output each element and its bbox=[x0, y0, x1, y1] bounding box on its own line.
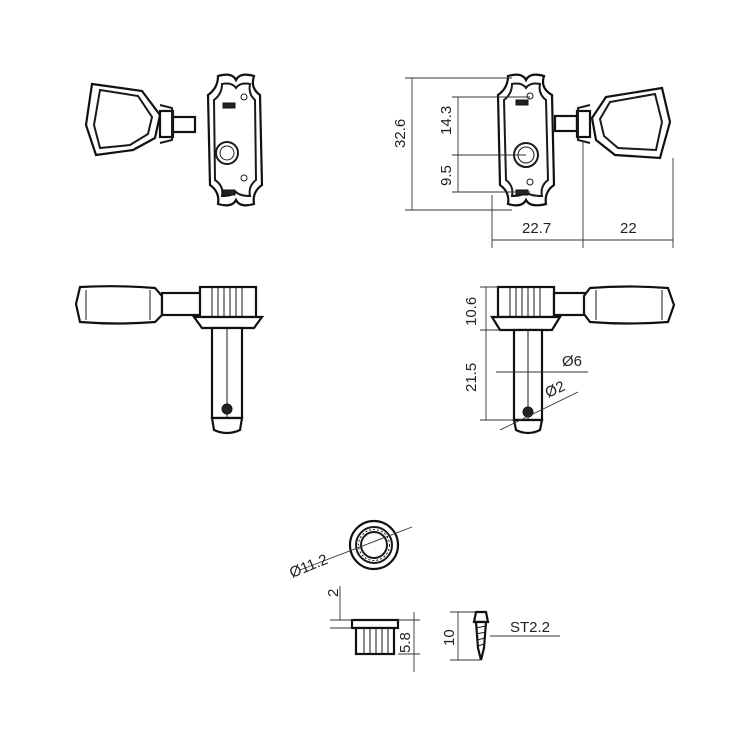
side-view-right bbox=[490, 285, 676, 435]
side-dimensions: 10.6 21.5 Ø6 Ø2 bbox=[463, 286, 588, 431]
side-view-left bbox=[74, 285, 265, 435]
dim-screw-length: 10 bbox=[441, 629, 458, 646]
dim-string-hole: Ø2 bbox=[543, 378, 568, 402]
side-gear-left bbox=[198, 285, 258, 319]
dim-bushing-lip: 2 bbox=[325, 589, 342, 597]
screw-shank bbox=[474, 620, 488, 661]
tuner-button-left bbox=[84, 82, 162, 157]
front-view-right bbox=[496, 73, 672, 207]
dim-post-diameter: Ø6 bbox=[562, 353, 582, 370]
side-button-right bbox=[582, 285, 676, 325]
dim-width-body: 22.7 bbox=[522, 220, 551, 237]
dim-height-total: 32.6 bbox=[392, 119, 409, 148]
dim-lower-hole: 9.5 bbox=[438, 165, 455, 186]
tuner-button-right bbox=[590, 86, 672, 160]
dim-post-length: 21.5 bbox=[463, 363, 480, 392]
dim-screw-size: ST2.2 bbox=[510, 619, 550, 636]
screw-head bbox=[472, 610, 490, 624]
bushing-top-view: Ø11.2 bbox=[287, 519, 413, 582]
tuner-housing-left bbox=[206, 73, 264, 207]
side-gear-right bbox=[496, 285, 556, 319]
front-view-left bbox=[84, 73, 264, 207]
bushing-outer-ring bbox=[348, 519, 400, 571]
dim-collar-height: 10.6 bbox=[463, 297, 480, 326]
tuner-housing-right bbox=[496, 73, 556, 207]
bushing-side-view: 2 5.8 bbox=[325, 586, 420, 672]
side-button-left bbox=[74, 285, 164, 325]
screw-view: 10 ST2.2 bbox=[441, 610, 560, 661]
front-dimensions: 32.6 14.3 9.5 22.7 22 bbox=[392, 77, 674, 248]
dim-bushing-diameter: Ø11.2 bbox=[287, 551, 330, 582]
dim-upper-hole: 14.3 bbox=[438, 106, 455, 135]
bushing-flange bbox=[350, 618, 400, 630]
dim-width-button: 22 bbox=[620, 220, 637, 237]
dim-bushing-height: 5.8 bbox=[397, 632, 414, 653]
